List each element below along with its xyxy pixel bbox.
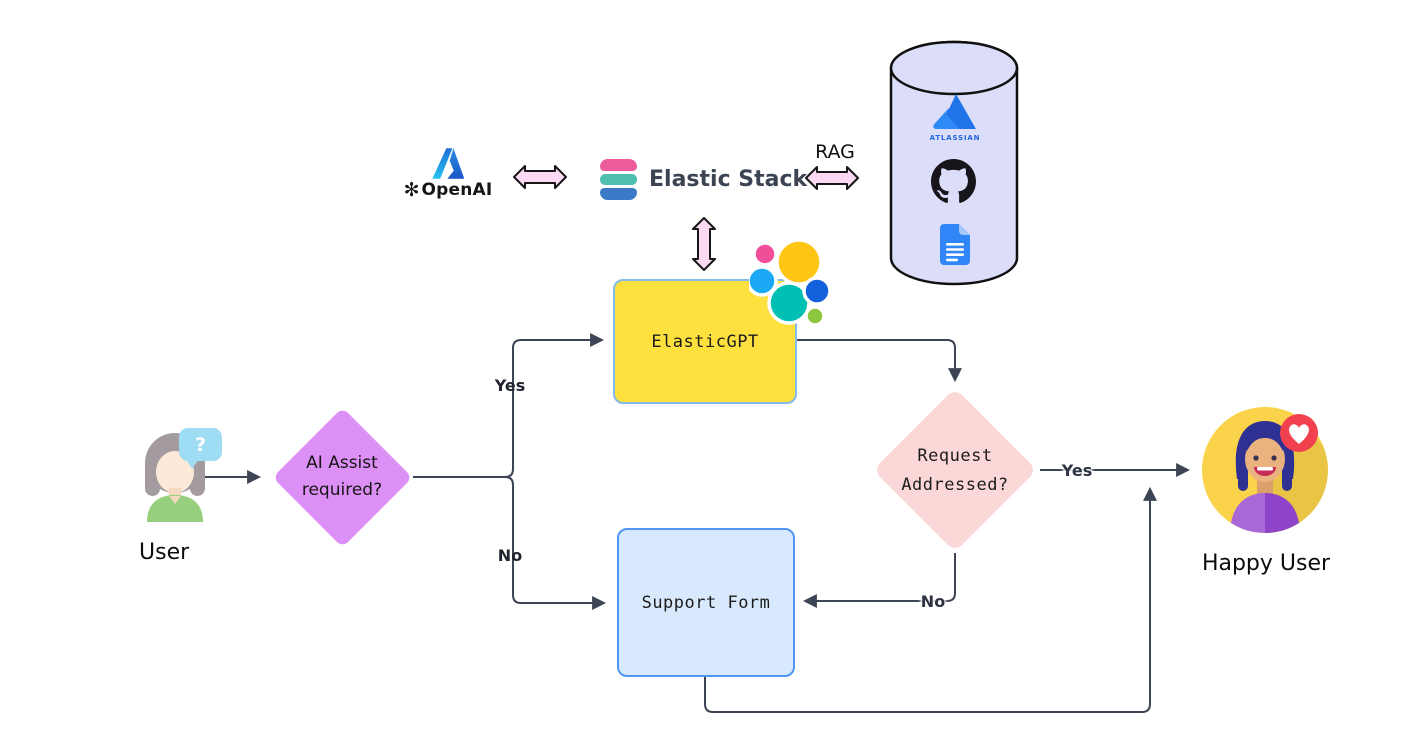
heart-icon <box>1289 424 1309 444</box>
openai-label: OpenAI <box>421 180 493 200</box>
ai-assist-label: AI Assist required? <box>301 452 383 500</box>
edge-label-yes: Yes <box>494 376 526 395</box>
google-docs-icon <box>940 224 970 265</box>
rag-label: RAG <box>815 141 855 163</box>
atlassian-label: ATLASSIAN <box>929 134 981 142</box>
edge-label-yes: Yes <box>1061 461 1093 480</box>
elasticgpt-label: ElasticGPT <box>651 331 759 352</box>
elastic-logo-icon <box>749 239 832 327</box>
elastic-bar-pink <box>600 159 637 171</box>
edge-elasticgpt-to-request <box>794 339 962 383</box>
azure-icon <box>432 148 465 179</box>
openai-icon: ✻ <box>403 178 420 201</box>
edge-label-no: No <box>920 592 946 611</box>
edge-request-no-to-support <box>802 553 956 608</box>
question-bubble-text: ? <box>194 433 207 456</box>
support-form-label: Support Form <box>641 592 771 613</box>
request-addressed-label: Request Addressed? <box>901 446 1009 495</box>
elastic-stack-label: Elastic Stack <box>649 167 808 192</box>
happy-user-caption: Happy User <box>1201 551 1331 576</box>
elastic-bar-blue <box>600 188 637 201</box>
question-bubble: ? <box>179 428 222 461</box>
support-form-node: Support Form <box>617 528 795 677</box>
github-icon <box>931 159 976 203</box>
azure-openai-logo: ✻ OpenAI <box>398 145 498 200</box>
user-caption: User <box>139 540 190 565</box>
elastic-stack-icon <box>600 159 637 201</box>
double-arrow-icon <box>513 165 567 189</box>
double-arrow-icon <box>692 217 716 271</box>
atlassian-icon <box>933 94 976 129</box>
edge-support-loop-to-happy <box>704 486 1157 713</box>
question-bubble-tail <box>186 459 199 469</box>
atlassian-logo: ATLASSIAN <box>926 93 984 142</box>
elasticgpt-node: ElasticGPT <box>613 279 797 404</box>
edge-label-no: No <box>497 546 523 565</box>
edge-yes-to-elasticgpt <box>504 333 605 478</box>
happy-user-avatar-icon <box>1202 407 1328 533</box>
double-arrow-icon <box>805 166 859 190</box>
edge-no-to-supportform <box>504 476 607 610</box>
elastic-bar-teal <box>600 173 637 186</box>
